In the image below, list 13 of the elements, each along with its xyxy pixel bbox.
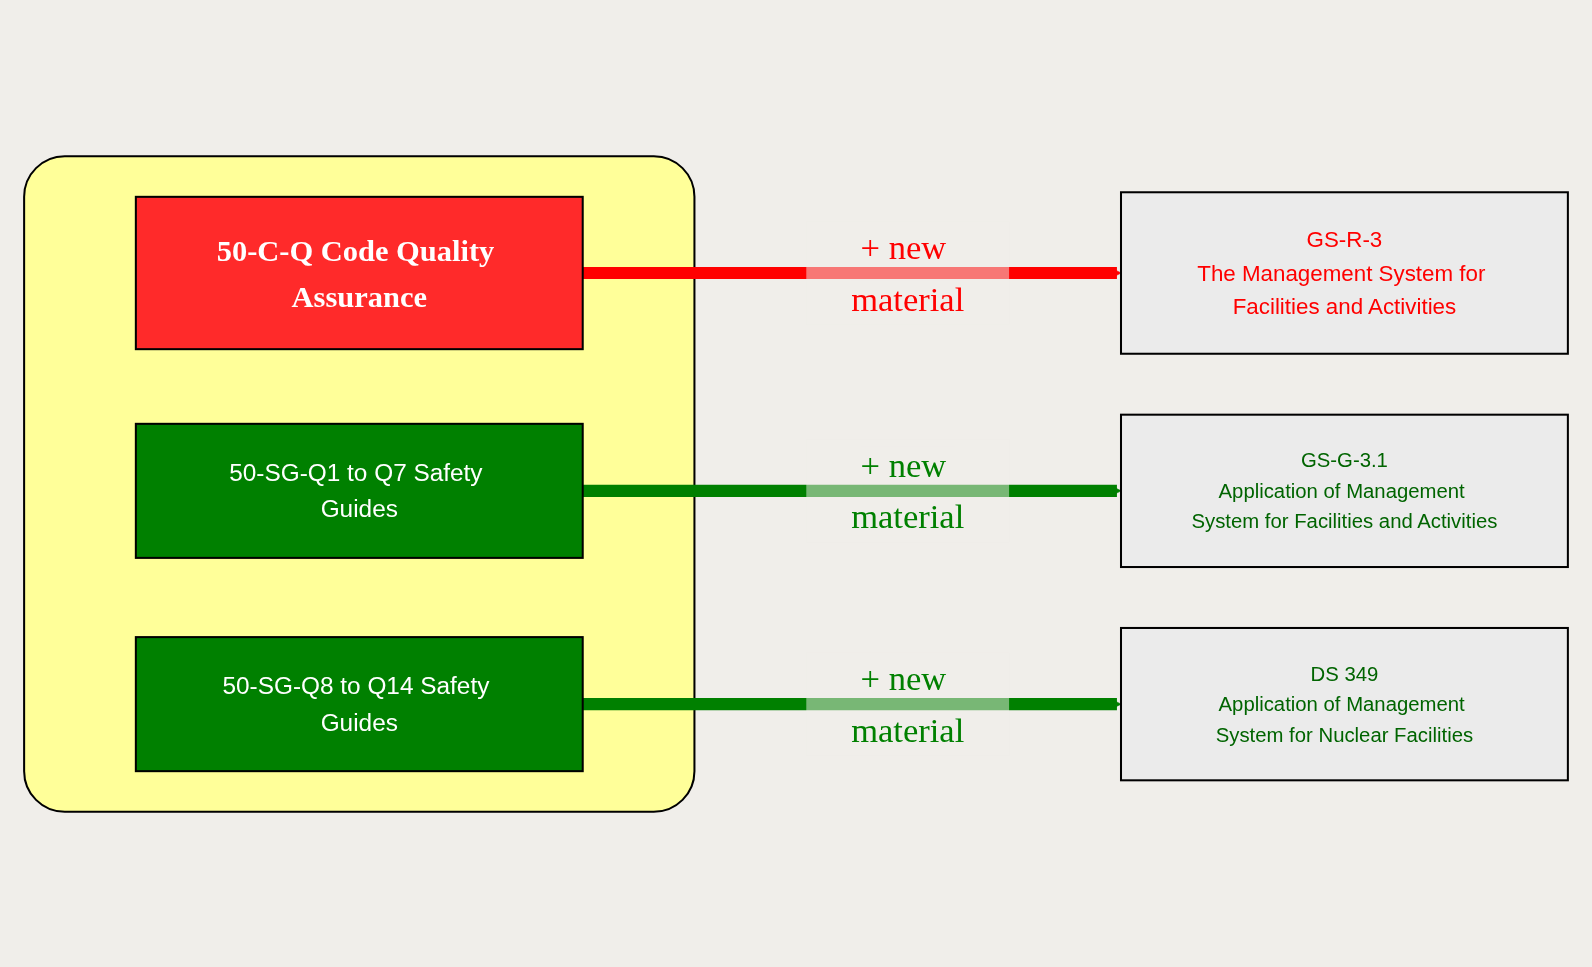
node-box: 50-SG-Q8 to Q14 Safety Guides bbox=[134, 635, 584, 772]
cluster bbox=[23, 154, 696, 813]
node-box: DS 349 Application of Management System for Nuclear Facilities bbox=[1120, 626, 1569, 781]
arrow bbox=[582, 484, 1122, 497]
arrow bbox=[582, 266, 1122, 279]
edge-label: + new material bbox=[851, 658, 965, 749]
node-box: GS-G-3.1 Application of Management System for Facilities and Activities bbox=[1120, 413, 1569, 568]
edge-label: + new material bbox=[851, 227, 965, 318]
node-box: 50-C-Q Code Quality Assurance bbox=[134, 195, 584, 350]
arrow bbox=[582, 697, 1122, 710]
edge-label: + new material bbox=[851, 445, 965, 536]
node-box: GS-R-3 The Management System for Facilities and Activities bbox=[1120, 190, 1569, 355]
node-box: 50-SG-Q1 to Q7 Safety Guides bbox=[134, 422, 584, 559]
